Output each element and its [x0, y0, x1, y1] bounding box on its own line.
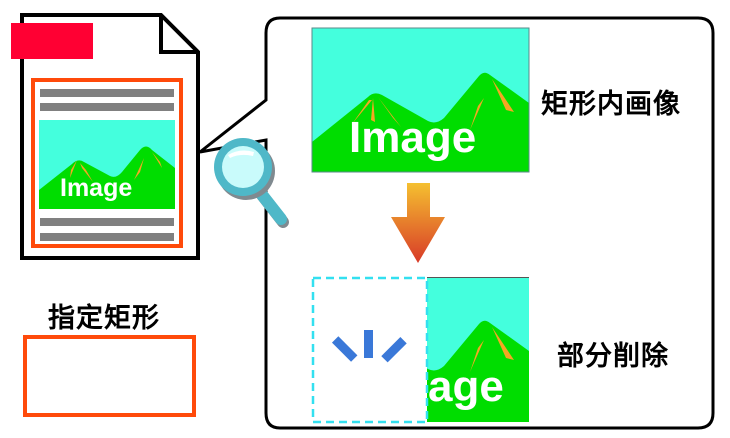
down-arrow-icon [391, 183, 445, 263]
sparkle-icon [331, 330, 407, 363]
text-line [40, 218, 174, 226]
top-caption: 矩形内画像 [541, 89, 681, 120]
erased-region-border [311, 276, 429, 424]
document-image-label: Image [60, 174, 133, 202]
top-image-label: Image [349, 113, 477, 162]
magnifier-icon [214, 138, 289, 228]
document-image-thumbnail [39, 120, 175, 209]
bottom-caption: 部分削除 [557, 341, 669, 372]
document-header-block [11, 23, 93, 59]
legend-rectangle-swatch [23, 335, 196, 417]
selection-rectangle [31, 78, 183, 248]
document-icon [11, 13, 200, 260]
bottom-image-label: age [428, 362, 504, 411]
legend-label: 指定矩形 [48, 303, 160, 334]
text-line [40, 103, 174, 111]
text-line [40, 233, 174, 241]
text-line [40, 89, 174, 97]
rectangle-image [312, 28, 529, 172]
